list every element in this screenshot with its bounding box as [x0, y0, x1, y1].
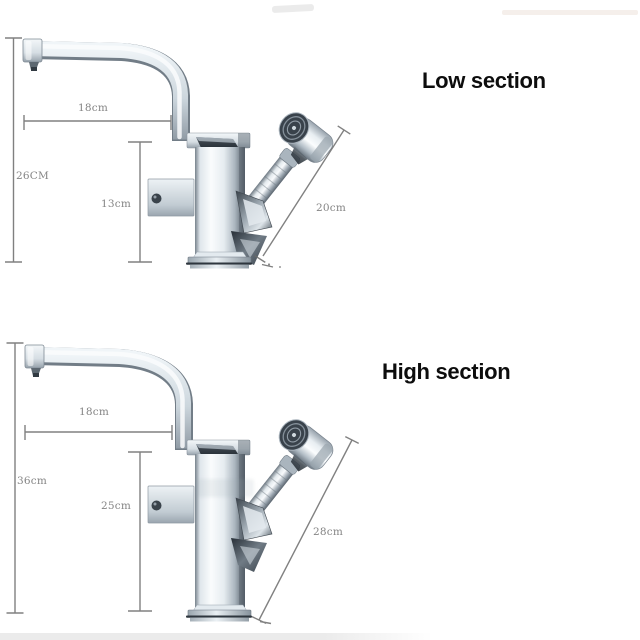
dim-label-spout-reach-high: 18cm [79, 406, 109, 418]
section-title-high: High section [382, 359, 511, 384]
dimension-lines-low [5, 37, 351, 268]
faucet-high-base [186, 604, 252, 622]
faucet-high-diverter [231, 497, 273, 572]
faucet-low-spout [22, 38, 190, 141]
dim-label-overall-height-high: 36cm [17, 475, 47, 487]
dim-label-sprayer-length-low: 20cm [316, 202, 346, 214]
dim-label-column-height-high: 25cm [101, 500, 131, 512]
faucet-high [24, 344, 334, 622]
dimension-lines-high [6, 342, 360, 625]
faucet-low-body [147, 147, 245, 254]
dim-label-column-height-low: 13cm [101, 198, 131, 210]
faucet-low-sprayer-head [278, 112, 334, 165]
dim-line-spout-reach-high [24, 425, 173, 440]
dim-label-spout-reach-low: 18cm [78, 102, 108, 114]
dim-line-spout-reach-low [23, 115, 172, 130]
dim-line-column-height-low [128, 141, 152, 263]
dim-line-sprayer-high [251, 435, 360, 625]
photo-artifact-strip [0, 633, 432, 640]
dim-label-overall-height-low: 26CM [16, 170, 49, 182]
dim-label-sprayer-length-high: 28cm [313, 526, 343, 538]
faucet-low [22, 38, 334, 269]
faucet-low-base [186, 251, 252, 269]
section-title-low: Low section [422, 68, 546, 93]
faucet-high-sprayer-head [278, 419, 334, 472]
watermark-smudge-top-right [502, 10, 638, 15]
dim-line-overall-height-high [6, 342, 24, 614]
watermark-smudge-center [196, 479, 254, 497]
faucet-high-spout [24, 344, 193, 450]
dim-line-overall-height-low [5, 37, 22, 263]
faucet-high-body [147, 454, 245, 607]
dim-line-column-height-high [128, 451, 152, 612]
dim-line-sprayer-low [254, 125, 351, 268]
